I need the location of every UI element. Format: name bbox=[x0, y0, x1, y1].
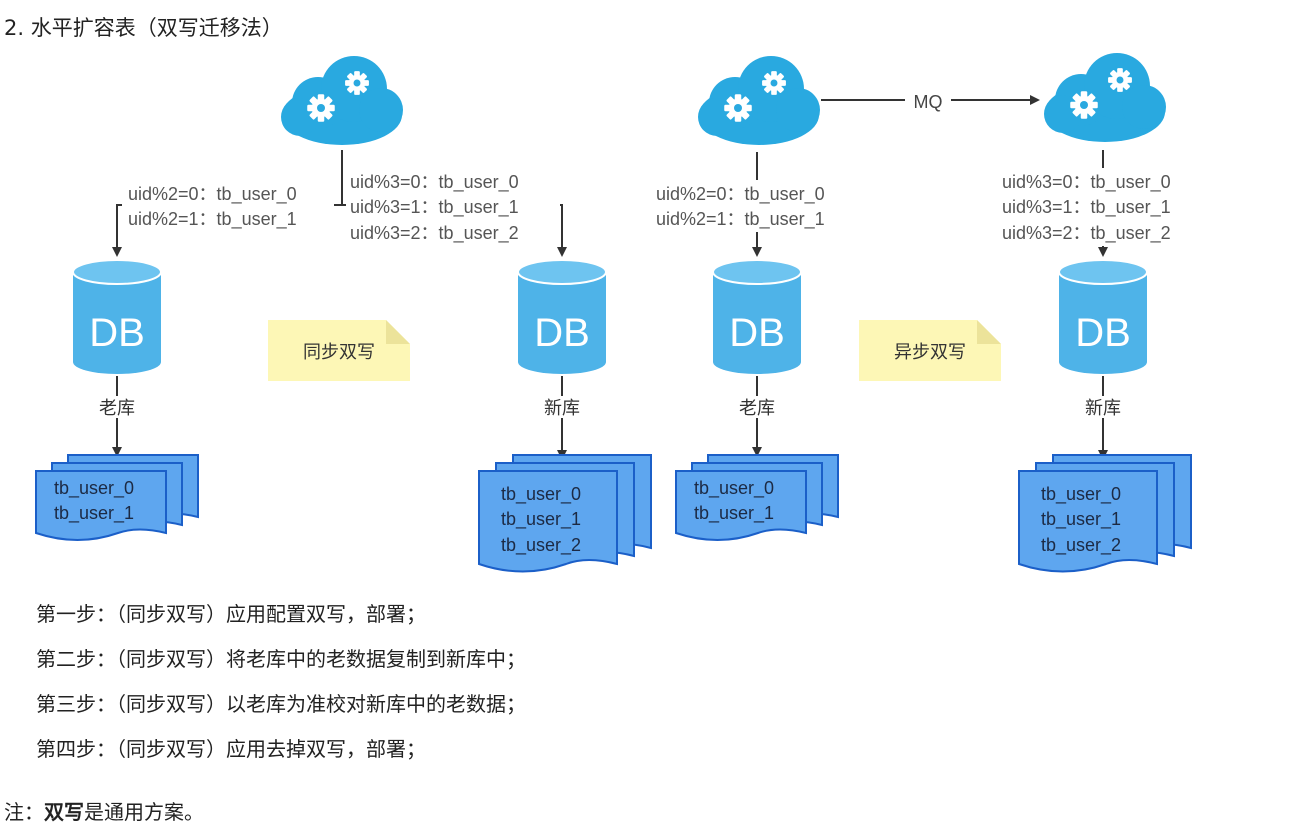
note-prefix: 注： bbox=[4, 800, 44, 824]
db-text: DB bbox=[89, 311, 145, 355]
db-label: 新库 bbox=[1085, 398, 1121, 419]
route-rule: uid%3=1：tb_user_1 bbox=[1002, 197, 1171, 218]
consumer-cloud-gear-icon bbox=[1044, 53, 1166, 142]
route-rule: uid%2=0：tb_user_0 bbox=[656, 184, 825, 205]
migration-diagram: MQ uid%2=0：tb_user_0 uid%2=1：tb_user_1 u… bbox=[35, 0, 1210, 573]
app-cloud-gear-icon bbox=[281, 56, 403, 145]
table-name: tb_user_0 bbox=[54, 478, 134, 499]
route-rule: uid%2=1：tb_user_1 bbox=[128, 209, 297, 230]
route-rule: uid%3=2：tb_user_2 bbox=[350, 223, 519, 244]
step-1: 第一步：（同步双写）应用配置双写，部署； bbox=[36, 602, 426, 626]
table-name: tb_user_1 bbox=[501, 509, 581, 530]
table-name: tb_user_1 bbox=[54, 503, 134, 524]
table-name: tb_user_0 bbox=[694, 478, 774, 499]
db-cylinder-new: DB bbox=[1058, 259, 1148, 374]
mq-label: MQ bbox=[914, 92, 943, 112]
route-rules-panel-1: uid%2=0：tb_user_0 uid%2=1：tb_user_1 bbox=[122, 180, 334, 232]
db-label: 新库 bbox=[544, 398, 580, 419]
route-rule: uid%3=0：tb_user_0 bbox=[350, 172, 519, 193]
note-bold: 双写 bbox=[44, 800, 84, 824]
db-label: 老库 bbox=[99, 398, 135, 419]
svg-text:异步双写: 异步双写 bbox=[894, 342, 966, 363]
table-name: tb_user_2 bbox=[1041, 535, 1121, 556]
async-write-note: 异步双写 bbox=[859, 320, 1001, 381]
db-text: DB bbox=[534, 311, 590, 355]
db-text: DB bbox=[1075, 311, 1131, 355]
table-name: tb_user_0 bbox=[501, 484, 581, 505]
step-4: 第四步：（同步双写）应用去掉双写，部署； bbox=[36, 737, 426, 761]
db-label: 老库 bbox=[739, 398, 775, 419]
route-rules-panel-4: uid%3=0：tb_user_0 uid%3=1：tb_user_1 uid%… bbox=[998, 168, 1210, 246]
table-stack-new: tb_user_0 tb_user_1 tb_user_2 bbox=[478, 454, 652, 573]
table-name: tb_user_1 bbox=[694, 503, 774, 524]
table-stack-old: tb_user_0 tb_user_1 bbox=[675, 454, 839, 541]
route-rules-panel-3: uid%2=0：tb_user_0 uid%2=1：tb_user_1 bbox=[652, 180, 864, 232]
route-rule: uid%2=1：tb_user_1 bbox=[656, 209, 825, 230]
route-rule: uid%3=2：tb_user_2 bbox=[1002, 223, 1171, 244]
note-rest: 是通用方案。 bbox=[84, 800, 204, 824]
route-rule: uid%3=1：tb_user_1 bbox=[350, 197, 519, 218]
step-3: 第三步：（同步双写）以老库为准校对新库中的老数据； bbox=[36, 692, 526, 716]
route-rule: uid%2=0：tb_user_0 bbox=[128, 184, 297, 205]
table-name: tb_user_1 bbox=[1041, 509, 1121, 530]
step-2: 第二步：（同步双写）将老库中的老数据复制到新库中； bbox=[36, 647, 526, 671]
table-name: tb_user_2 bbox=[501, 535, 581, 556]
app-cloud-gear-icon bbox=[698, 56, 820, 145]
svg-text:同步双写: 同步双写 bbox=[303, 342, 375, 363]
sync-write-note: 同步双写 bbox=[268, 320, 410, 381]
db-cylinder-old: DB bbox=[72, 259, 162, 374]
table-name: tb_user_0 bbox=[1041, 484, 1121, 505]
route-rules-panel-2: uid%3=0：tb_user_0 uid%3=1：tb_user_1 uid%… bbox=[346, 168, 560, 246]
table-stack-old: tb_user_0 tb_user_1 bbox=[35, 454, 199, 541]
db-text: DB bbox=[729, 311, 785, 355]
db-cylinder-old: DB bbox=[712, 259, 802, 374]
footnote: 注：双写是通用方案。 bbox=[4, 796, 204, 825]
route-rule: uid%3=0：tb_user_0 bbox=[1002, 172, 1171, 193]
db-cylinder-new: DB bbox=[517, 259, 607, 374]
page-title: 2. 水平扩容表（双写迁移法） bbox=[4, 16, 283, 40]
table-stack-new: tb_user_0 tb_user_1 tb_user_2 bbox=[1018, 454, 1192, 573]
